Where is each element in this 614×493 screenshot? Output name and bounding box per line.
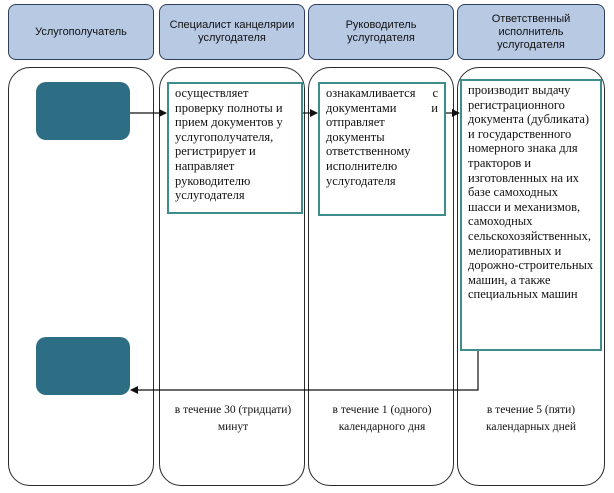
start-node [36,82,130,140]
column-header-label: Специалист канцелярии услугодателя [169,19,295,44]
duration-text: в течение 1 (одного) календарного дня [332,404,432,433]
end-node [36,337,130,395]
process-step-issuance: производит выдачу регистрационного докум… [460,79,602,351]
duration-text: в течение 5 (пяти) календарных дней [485,404,577,433]
process-step-reception: осуществляет проверку полноты и прием до… [167,82,303,214]
column-header-executor: Ответственный исполнитель услугодателя [457,4,605,60]
duration-text: в течение 30 (тридцати) минут [174,404,292,433]
process-step-review: ознакамливается с документами и отправля… [318,82,446,216]
process-step-text: осуществляет проверку полноты и прием до… [175,86,283,203]
column-header-label: Руководитель услугодателя [345,19,417,44]
process-step-text: производит выдачу регистрационного докум… [468,83,594,302]
column-header-label: Ответственный исполнитель услугодателя [491,12,571,51]
column-header-label: Услугополучатель [35,25,127,38]
arrow-issuance-to-end [130,351,479,394]
duration-note-manager: в течение 1 (одного) календарного дня [318,402,446,436]
duration-note-office-specialist: в течение 30 (тридцати) минут [166,402,300,436]
column-header-office-specialist: Специалист канцелярии услугодателя [159,4,305,60]
column-header-recipient: Услугополучатель [8,4,154,60]
column-header-manager: Руководитель услугодателя [308,4,454,60]
duration-note-executor: в течение 5 (пяти) календарных дней [472,402,590,436]
process-step-text: ознакамливается с документами и отправля… [326,86,438,188]
